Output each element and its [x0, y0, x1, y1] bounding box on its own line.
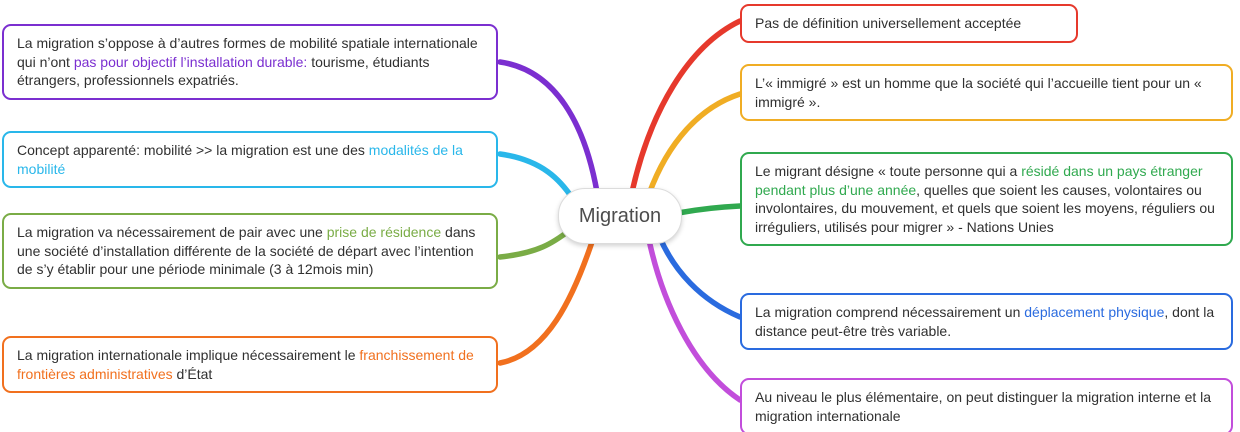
node-frontieres-etat[interactable]: La migration internationale implique néc…	[2, 336, 498, 394]
node-migration-interne-internationale[interactable]: Au niveau le plus élémentaire, on peut d…	[740, 378, 1233, 432]
text-segment: La migration internationale implique néc…	[17, 347, 360, 363]
text-segment: dans une société d’installation différen…	[17, 224, 476, 278]
connector-nations-unies	[675, 203, 743, 216]
connector-immigre-societe	[646, 91, 743, 197]
node-immigre-societe[interactable]: L’« immigré » est un homme que la sociét…	[740, 64, 1233, 122]
highlighted-text: prise de résidence	[326, 224, 442, 240]
central-topic-migration[interactable]: Migration	[558, 188, 682, 244]
text-segment: , dont la distance peut-être très variab…	[755, 304, 1215, 339]
text-segment: La migration s’oppose à d’autres formes …	[17, 35, 478, 70]
connector-prise-de-residence	[497, 227, 573, 260]
connector-opposition-mobilite	[497, 59, 600, 195]
connector-deplacement-physique	[657, 235, 743, 320]
connector-frontieres-etat	[497, 239, 595, 366]
text-segment: , quelles que soient les causes, volonta…	[755, 181, 1215, 235]
node-concept-mobilite[interactable]: Concept apparenté: mobilité >> la migrat…	[2, 131, 498, 189]
highlighted-text: modalités de la mobilité	[17, 142, 463, 177]
highlighted-text: franchissement de frontières administrat…	[17, 347, 474, 382]
node-prise-de-residence[interactable]: La migration va nécessairement de pair a…	[2, 213, 498, 289]
highlighted-text: résidé dans un pays étranger pendant plu…	[755, 163, 1203, 198]
text-segment: d’État	[172, 365, 213, 382]
text-segment: Concept apparenté: mobilité >> la migrat…	[17, 142, 369, 158]
text-segment: La migration comprend nécessairement un	[755, 304, 1025, 320]
text-segment: Le migrant désigne « toute personne qui …	[755, 163, 1022, 179]
connector-pas-de-definition	[629, 18, 743, 195]
connector-migration-interne	[646, 237, 743, 403]
node-definition-nations-unies[interactable]: Le migrant désigne « toute personne qui …	[740, 152, 1233, 247]
highlighted-text: pas pour objectif l’installation durable…	[73, 53, 308, 70]
central-topic-label: Migration	[578, 204, 662, 227]
highlighted-text: déplacement physique	[1024, 304, 1165, 320]
node-pas-de-definition[interactable]: Pas de définition universellement accept…	[740, 4, 1078, 43]
text-segment: tourisme, étudiants étrangers, professio…	[17, 53, 430, 89]
text-segment: La migration va nécessairement de pair a…	[17, 224, 327, 240]
node-opposition-mobilite[interactable]: La migration s’oppose à d’autres formes …	[2, 24, 498, 100]
text-segment: L’« immigré » est un homme que la sociét…	[755, 75, 1202, 110]
node-deplacement-physique[interactable]: La migration comprend nécessairement un …	[740, 293, 1233, 351]
text-segment: Au niveau le plus élémentaire, on peut d…	[755, 389, 1212, 424]
connector-concept-mobilite	[497, 151, 576, 202]
text-segment: Pas de définition universellement accept…	[755, 15, 1022, 31]
